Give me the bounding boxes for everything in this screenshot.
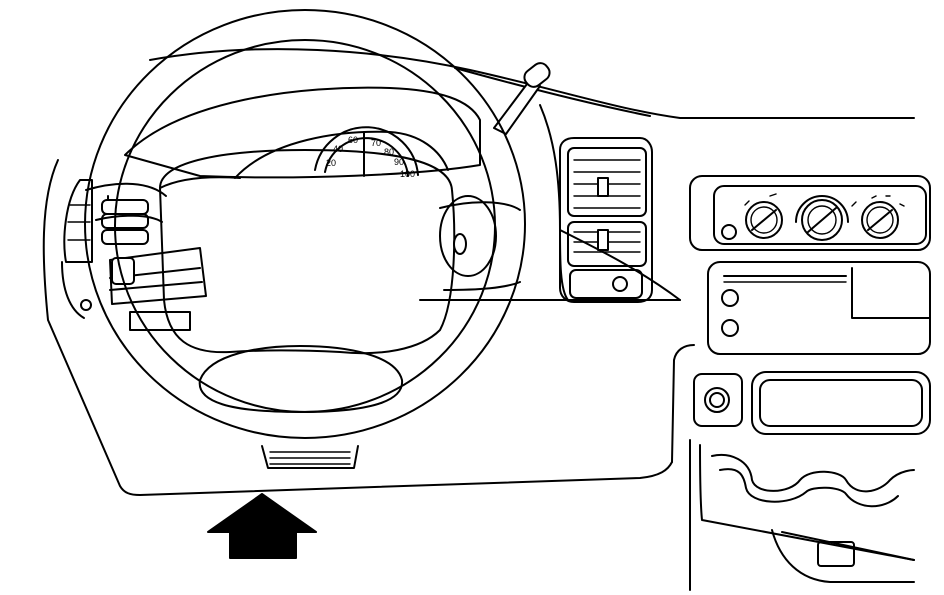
turn-signal-stalk <box>493 62 551 135</box>
steering-wheel-icon <box>84 9 526 439</box>
steering-column <box>109 247 207 331</box>
up-arrow-icon <box>207 493 317 559</box>
lower-dash-panel <box>42 159 695 496</box>
speedo-label-20: 20 <box>326 158 336 168</box>
center-vents <box>559 137 653 303</box>
speedo-label-70: 70 <box>371 138 381 148</box>
speedo-label-90: 90 <box>394 157 404 167</box>
arrow-shape <box>207 493 317 559</box>
radio-knob-icon <box>721 319 739 337</box>
radio-knob-icon <box>721 289 739 307</box>
speedo-label-60: 60 <box>348 135 358 145</box>
speedo-label-40: 40 <box>333 144 343 154</box>
radio <box>707 261 931 355</box>
mode-knob-icon <box>861 201 899 239</box>
instrument-cluster: 20 40 60 70 80 90 100 <box>124 86 481 179</box>
left-vent <box>61 179 93 319</box>
fan-knob-icon <box>745 201 783 239</box>
hood-release-handle <box>261 445 359 469</box>
climate-control-panel <box>689 175 931 251</box>
speedo-label-100: 100 <box>400 169 415 179</box>
lower-center-console <box>689 371 931 591</box>
speedo-label-80: 80 <box>384 147 394 157</box>
temperature-knob-icon <box>801 199 843 241</box>
